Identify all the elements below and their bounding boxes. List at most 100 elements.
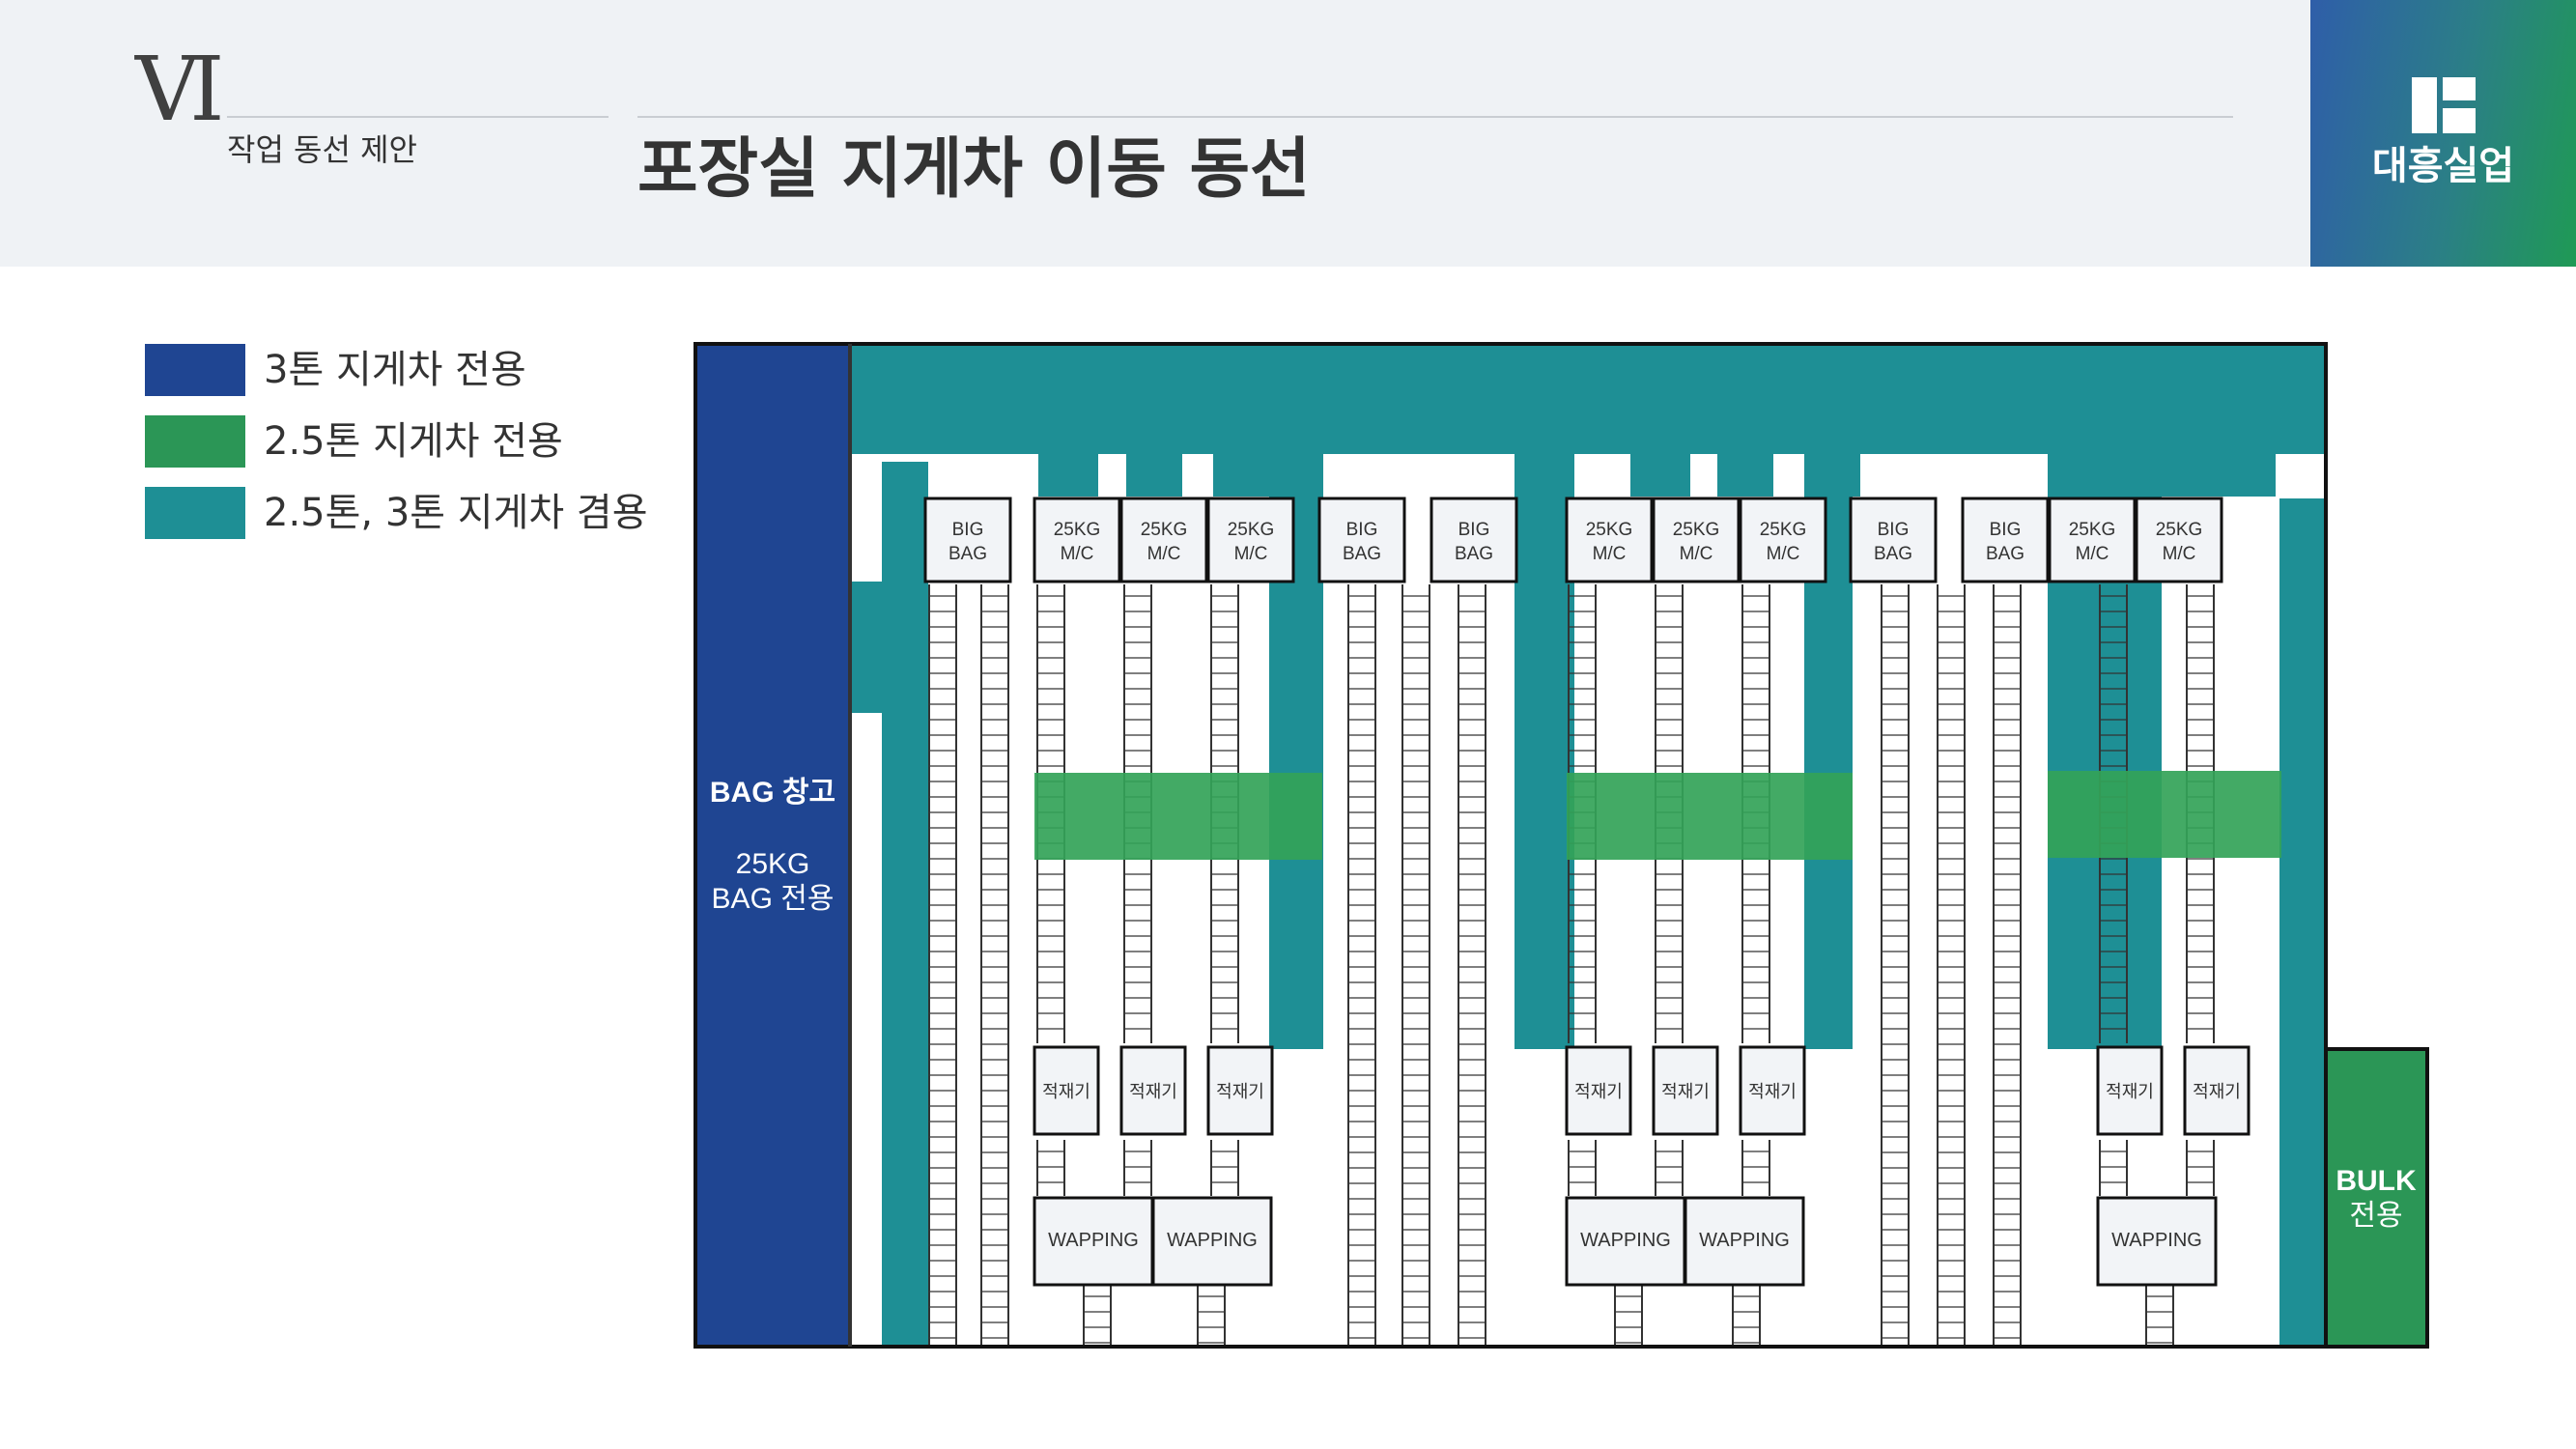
header-rule-left <box>227 116 609 118</box>
machine-box <box>1119 497 1208 583</box>
stacker-box <box>2183 1045 2250 1136</box>
legend-label: 2.5톤 지게차 전용 <box>264 419 563 464</box>
header-rule-right <box>637 116 2233 118</box>
machine-label-line1: BIG <box>1990 520 2022 540</box>
warehouse-line1: 25KG <box>736 848 810 880</box>
wrapping-box <box>2096 1196 2218 1287</box>
company-logo: 대흥실업 <box>2310 0 2576 267</box>
wrapping-box <box>1151 1196 1273 1287</box>
machine-box <box>1033 497 1121 583</box>
wrapping-box <box>1565 1196 1686 1287</box>
warehouse-title: BAG 창고 <box>710 777 835 809</box>
machine-label-line1: 25KG <box>2156 520 2203 540</box>
machine-label-line1: 25KG <box>1054 520 1101 540</box>
machine-box <box>1961 497 2050 583</box>
shared-corridor <box>1126 454 1182 497</box>
shared-corridor <box>850 582 884 713</box>
machine-label-line1: 25KG <box>1141 520 1188 540</box>
machine-box <box>923 497 1012 583</box>
machine-label-line1: BIG <box>952 520 984 540</box>
machine-label-line1: BIG <box>1346 520 1378 540</box>
header-bar: Ⅵ 작업 동선 제안 포장실 지게차 이동 동선 <box>0 0 2310 267</box>
stacker-label: 적재기 <box>1129 1082 1177 1101</box>
page-title: 포장실 지게차 이동 동선 <box>637 131 1311 208</box>
stacker-box <box>1206 1045 1274 1136</box>
legend-label: 2.5톤, 3톤 지게차 겸용 <box>264 491 648 535</box>
stacker-box <box>1565 1045 1632 1136</box>
bulk-subtitle: 전용 <box>2349 1200 2402 1232</box>
stacker-box <box>1739 1045 1806 1136</box>
machine-label-line2: M/C <box>1680 544 1713 564</box>
machine-label-line2: BAG <box>1455 544 1493 564</box>
stacker-box <box>1652 1045 1719 1136</box>
legend-swatch-green <box>145 415 245 468</box>
bag-warehouse <box>695 344 850 1347</box>
machine-box <box>1565 497 1654 583</box>
legend-label: 3톤 지게차 전용 <box>264 348 526 392</box>
wrapping-box <box>1684 1196 1805 1287</box>
machine-label-line2: M/C <box>2076 544 2109 564</box>
shared-corridor <box>1630 454 1690 497</box>
stacker-label: 적재기 <box>1748 1082 1797 1101</box>
legend-swatch-blue <box>145 344 245 396</box>
shared-corridor <box>850 344 2326 454</box>
bulk-outline <box>2324 1047 2429 1349</box>
machine-label-line1: 25KG <box>1228 520 1275 540</box>
wrapping-box <box>1033 1196 1154 1287</box>
stacker-label: 적재기 <box>1574 1082 1623 1101</box>
stacker-box <box>2096 1045 2164 1136</box>
legend-swatch-teal <box>145 487 245 539</box>
logo-text: 대흥실업 <box>2371 144 2515 188</box>
wrapping-label: WAPPING <box>1580 1230 1671 1251</box>
machine-label-line1: BIG <box>1878 520 1910 540</box>
shared-corridor <box>1213 454 1269 497</box>
shared-corridor <box>2160 454 2276 497</box>
machine-label-line2: M/C <box>1767 544 1800 564</box>
machine-label-line1: 25KG <box>1673 520 1720 540</box>
machine-box <box>1652 497 1741 583</box>
shared-corridor <box>850 344 884 452</box>
wrapping-label: WAPPING <box>1048 1230 1139 1251</box>
wrapping-label: WAPPING <box>2111 1230 2202 1251</box>
machine-box <box>1430 497 1518 583</box>
machine-label-line2: M/C <box>1147 544 1181 564</box>
bulk-zone <box>2324 1049 2427 1347</box>
stacker-box <box>1033 1045 1100 1136</box>
logo-mark-icon <box>2412 77 2476 133</box>
machine-label-line1: 25KG <box>2069 520 2116 540</box>
machine-label-line1: BIG <box>1458 520 1490 540</box>
section-numeral: Ⅵ <box>135 38 225 141</box>
wrapping-label: WAPPING <box>1699 1230 1790 1251</box>
wrapping-label: WAPPING <box>1167 1230 1258 1251</box>
stacker-box <box>1119 1045 1187 1136</box>
forklift-2-5t-lane <box>1567 773 1853 860</box>
forklift-2-5t-lane <box>2048 771 2281 858</box>
machine-box <box>1849 497 1938 583</box>
shared-corridor <box>1038 454 1098 497</box>
shared-corridor <box>882 462 928 1347</box>
machine-label-line2: BAG <box>1986 544 2024 564</box>
stacker-label: 적재기 <box>2193 1082 2241 1101</box>
room-outline <box>694 342 2328 1349</box>
machine-label-line2: M/C <box>1061 544 1094 564</box>
warehouse-line2: BAG 전용 <box>712 883 835 915</box>
machine-label-line1: 25KG <box>1586 520 1633 540</box>
shared-corridor <box>1514 454 1574 1049</box>
machine-box <box>2048 497 2137 583</box>
shared-corridor <box>1717 454 1773 497</box>
machine-box <box>2135 497 2223 583</box>
bulk-title: BULK <box>2335 1165 2417 1197</box>
forklift-2-5t-lane <box>1034 773 1322 860</box>
machine-label-line2: M/C <box>1593 544 1627 564</box>
machine-box <box>1317 497 1406 583</box>
machine-label-line2: BAG <box>948 544 987 564</box>
shared-corridor <box>2279 498 2326 1347</box>
stacker-label: 적재기 <box>1661 1082 1710 1101</box>
machine-box <box>1206 497 1295 583</box>
machine-label-line2: BAG <box>1874 544 1912 564</box>
stacker-label: 적재기 <box>1216 1082 1264 1101</box>
machine-label-line1: 25KG <box>1760 520 1807 540</box>
stacker-label: 적재기 <box>1042 1082 1090 1101</box>
machine-label-line2: M/C <box>2163 544 2196 564</box>
